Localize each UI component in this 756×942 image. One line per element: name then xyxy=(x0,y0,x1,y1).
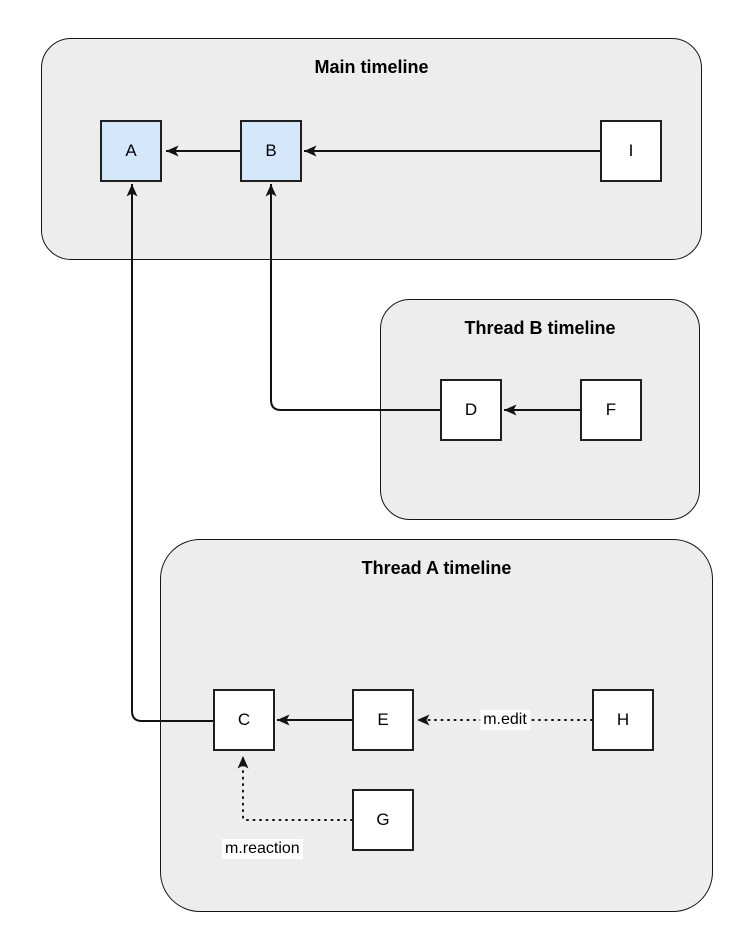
node-i: I xyxy=(600,120,662,182)
node-g-label: G xyxy=(376,810,390,829)
node-f-label: F xyxy=(605,400,617,419)
node-b: B xyxy=(240,120,302,182)
node-e-label: E xyxy=(377,710,389,729)
node-e: E xyxy=(352,689,414,751)
node-i-label: I xyxy=(628,141,634,160)
node-d-label: D xyxy=(464,400,478,419)
node-h-label: H xyxy=(616,710,630,729)
node-h: H xyxy=(592,689,654,751)
container-thread-b-timeline: Thread B timeline xyxy=(380,299,700,520)
container-main-timeline-title: Main timeline xyxy=(314,57,429,77)
edge-label-m-reaction: m.reaction xyxy=(222,839,303,860)
container-thread-a-timeline-title: Thread A timeline xyxy=(361,558,512,578)
container-thread-b-timeline-title: Thread B timeline xyxy=(464,318,616,338)
node-d: D xyxy=(440,379,502,441)
node-b-label: B xyxy=(265,141,277,160)
node-a: A xyxy=(100,120,162,182)
node-a-label: A xyxy=(125,141,137,160)
node-f: F xyxy=(580,379,642,441)
node-c: C xyxy=(213,689,275,751)
node-g: G xyxy=(352,789,414,851)
node-c-label: C xyxy=(237,710,251,729)
edge-label-m-edit: m.edit xyxy=(480,709,530,731)
